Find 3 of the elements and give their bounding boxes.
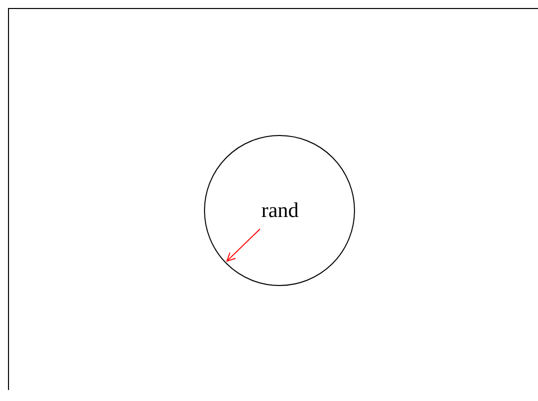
circle-outline (204, 135, 355, 286)
leader-line (226, 228, 260, 262)
callout-label: rand (247, 196, 313, 224)
